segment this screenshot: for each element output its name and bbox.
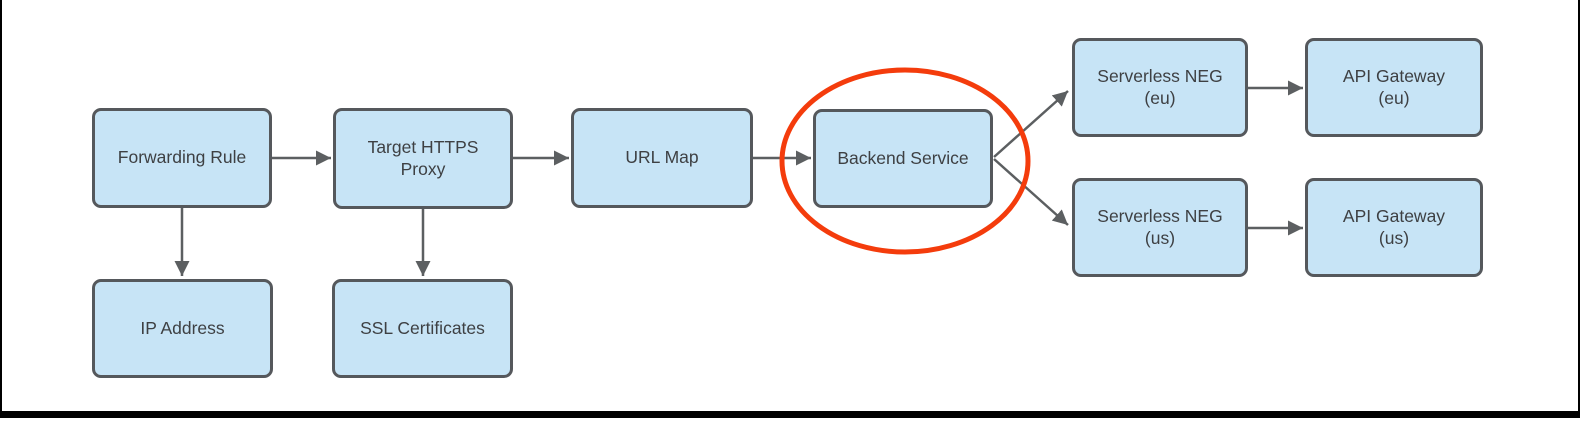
node-label-url-map: URL Map: [625, 147, 699, 168]
node-ssl-certificates: SSL Certificates: [332, 279, 513, 378]
node-url-map: URL Map: [571, 108, 753, 208]
node-label-api-gateway-eu: API Gateway (eu): [1342, 65, 1446, 108]
node-backend-service: Backend Service: [813, 109, 993, 208]
node-label-ssl-certificates: SSL Certificates: [360, 317, 485, 338]
node-api-gateway-eu: API Gateway (eu): [1305, 38, 1483, 137]
page-edge-left: [0, 0, 2, 417]
page-edge-bottom: [0, 411, 1580, 418]
edge-backend-service--to--serverless-neg-us: [993, 158, 1069, 226]
node-label-ip-address: IP Address: [140, 317, 225, 338]
highlight-annotation: [779, 67, 1031, 255]
node-label-target-https-proxy: Target HTTPS Proxy: [367, 136, 479, 179]
node-forwarding-rule: Forwarding Rule: [92, 108, 272, 208]
node-label-api-gateway-us: API Gateway (us): [1342, 205, 1446, 248]
node-api-gateway-us: API Gateway (us): [1305, 178, 1483, 277]
node-ip-address: IP Address: [92, 279, 273, 378]
node-label-forwarding-rule: Forwarding Rule: [117, 147, 247, 168]
edge-backend-service--to--serverless-neg-eu: [993, 90, 1069, 158]
node-label-serverless-neg-eu: Serverless NEG (eu): [1097, 65, 1223, 108]
node-label-serverless-neg-us: Serverless NEG (us): [1097, 205, 1223, 248]
highlight-ellipse: [779, 67, 1031, 255]
page-edge-right: [1578, 0, 1580, 417]
connector-arrows: [174, 80, 1303, 276]
node-label-backend-service: Backend Service: [837, 147, 969, 168]
node-serverless-neg-us: Serverless NEG (us): [1072, 178, 1248, 277]
node-target-https-proxy: Target HTTPS Proxy: [333, 108, 513, 209]
node-serverless-neg-eu: Serverless NEG (eu): [1072, 38, 1248, 137]
